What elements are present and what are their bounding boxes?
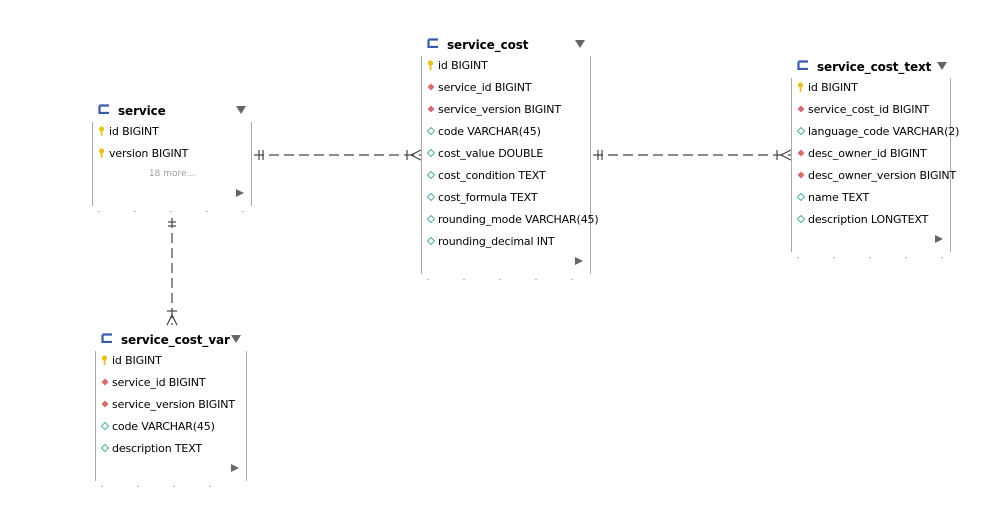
column-label: code VARCHAR(45) xyxy=(112,420,215,433)
column-diamond-icon xyxy=(427,236,436,246)
column-label: code VARCHAR(45) xyxy=(438,125,541,138)
table-bottom-border xyxy=(421,276,591,284)
column-diamond-icon xyxy=(797,214,806,224)
key-icon xyxy=(98,126,105,136)
column-label: desc_owner_id BIGINT xyxy=(808,147,927,160)
column-label: language_code VARCHAR(2) xyxy=(808,125,960,138)
more-columns-link[interactable]: 18 more... xyxy=(148,169,196,179)
column-label: description TEXT xyxy=(112,442,202,455)
table-icon xyxy=(101,333,112,343)
chevron-down-icon[interactable] xyxy=(235,105,247,115)
column-diamond-icon xyxy=(427,192,436,202)
key-icon xyxy=(427,60,434,70)
table-service[interactable]: service id BIGINT version BIGINT 18 more… xyxy=(92,100,252,216)
chevron-down-icon[interactable] xyxy=(936,61,948,71)
table-bottom-border xyxy=(791,254,951,262)
table-name: service xyxy=(118,104,166,118)
key-icon xyxy=(101,355,108,365)
table-name: service_cost xyxy=(447,38,529,52)
column-label: cost_value DOUBLE xyxy=(438,147,544,160)
table-icon xyxy=(427,38,438,48)
column-label: rounding_mode VARCHAR(45) xyxy=(438,213,599,226)
column-diamond-icon xyxy=(427,214,436,224)
foreign-key-icon xyxy=(427,83,435,91)
table-service-cost-text[interactable]: service_cost_text id BIGINT service_cost… xyxy=(791,56,959,262)
table-body: id BIGINT service_cost_id BIGINT languag… xyxy=(791,78,959,252)
column-label: rounding_decimal INT xyxy=(438,235,555,248)
key-icon xyxy=(797,82,804,92)
column-label: service_version BIGINT xyxy=(112,398,235,411)
column-label: cost_condition TEXT xyxy=(438,169,546,182)
column-label: cost_formula TEXT xyxy=(438,191,538,204)
table-icon xyxy=(797,60,808,70)
table-header[interactable]: service_cost_var xyxy=(99,329,247,351)
key-icon xyxy=(98,148,105,158)
expand-arrow-icon[interactable] xyxy=(230,463,240,473)
column-label: id BIGINT xyxy=(109,125,159,138)
table-name: service_cost_var xyxy=(121,333,230,347)
column-label: service_id BIGINT xyxy=(438,81,532,94)
column-diamond-icon xyxy=(797,126,806,136)
column-diamond-icon xyxy=(101,443,110,453)
table-service-cost[interactable]: service_cost id BIGINT service_id BIGINT… xyxy=(421,34,599,284)
column-label: id BIGINT xyxy=(112,354,162,367)
column-label: desc_owner_version BIGINT xyxy=(808,169,957,182)
table-body: id BIGINT service_id BIGINT service_vers… xyxy=(95,351,247,481)
table-bottom-border xyxy=(92,208,252,216)
foreign-key-icon xyxy=(797,149,805,157)
column-label: service_cost_id BIGINT xyxy=(808,103,929,116)
table-header[interactable]: service_cost xyxy=(425,34,591,56)
expand-arrow-icon[interactable] xyxy=(235,188,245,198)
column-label: service_version BIGINT xyxy=(438,103,561,116)
table-header[interactable]: service xyxy=(96,100,252,122)
foreign-key-icon xyxy=(797,171,805,179)
chevron-down-icon[interactable] xyxy=(574,39,586,49)
column-label: service_id BIGINT xyxy=(112,376,206,389)
column-label: version BIGINT xyxy=(109,147,189,160)
column-label: id BIGINT xyxy=(808,81,858,94)
column-diamond-icon xyxy=(427,126,436,136)
foreign-key-icon xyxy=(101,400,109,408)
table-bottom-border xyxy=(95,483,247,491)
column-label: name TEXT xyxy=(808,191,870,204)
table-body: id BIGINT service_id BIGINT service_vers… xyxy=(421,56,599,274)
column-diamond-icon xyxy=(797,192,806,202)
foreign-key-icon xyxy=(797,105,805,113)
expand-arrow-icon[interactable] xyxy=(934,234,944,244)
column-diamond-icon xyxy=(427,148,436,158)
table-header[interactable]: service_cost_text xyxy=(795,56,951,78)
foreign-key-icon xyxy=(427,105,435,113)
table-name: service_cost_text xyxy=(817,60,932,74)
table-body: id BIGINT version BIGINT 18 more... xyxy=(92,122,252,206)
column-label: description LONGTEXT xyxy=(808,213,929,226)
foreign-key-icon xyxy=(101,378,109,386)
table-service-cost-var[interactable]: service_cost_var id BIGINT service_id BI… xyxy=(95,329,247,491)
column-diamond-icon xyxy=(427,170,436,180)
expand-arrow-icon[interactable] xyxy=(574,256,584,266)
column-label: id BIGINT xyxy=(438,59,488,72)
chevron-down-icon[interactable] xyxy=(230,334,242,344)
table-icon xyxy=(98,104,109,114)
column-diamond-icon xyxy=(101,421,110,431)
